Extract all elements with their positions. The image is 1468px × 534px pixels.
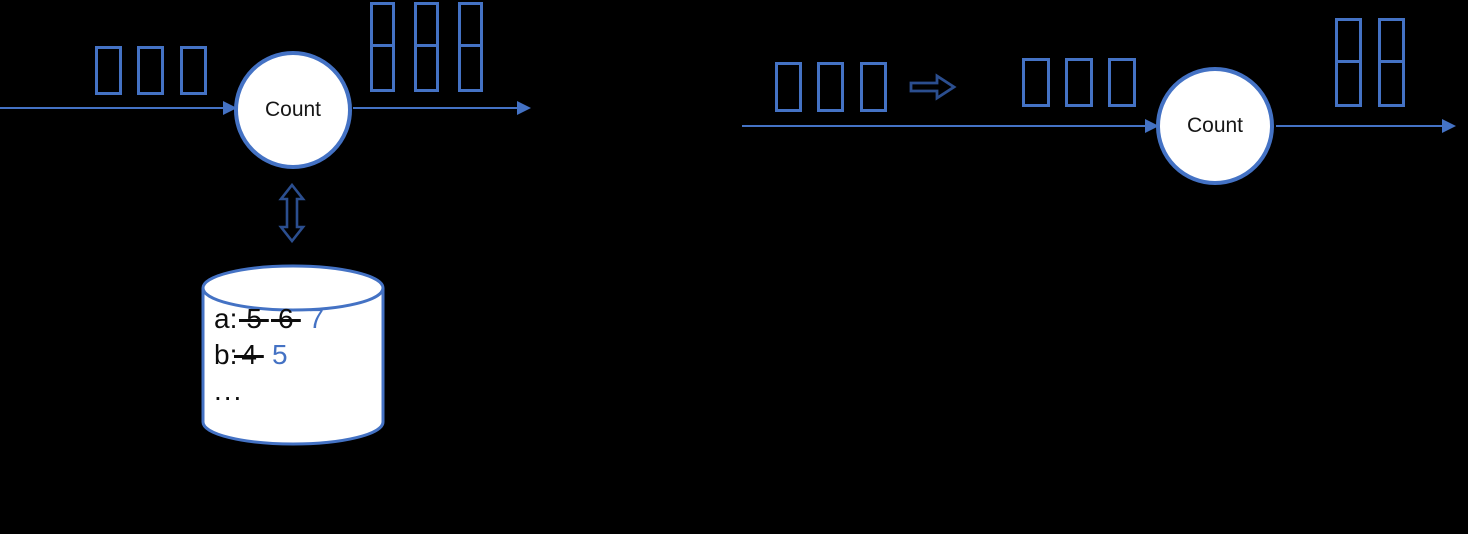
pair-top-cell — [370, 2, 395, 47]
state-key: a: — [214, 303, 238, 334]
state-row-a: a: 5 6 7 — [214, 301, 384, 337]
left-input-event-square — [137, 46, 164, 95]
sync-arrow-icon — [278, 183, 306, 243]
pair-bottom-cell — [414, 44, 439, 92]
pair-top-cell — [1378, 18, 1405, 63]
state-key: b: — [214, 339, 238, 370]
state-current-value: 5 — [271, 339, 288, 370]
pair-bottom-cell — [370, 44, 395, 92]
pair-top-cell — [414, 2, 439, 47]
state-old-value: 5 — [239, 301, 269, 337]
left-input-stream-line — [0, 107, 224, 109]
pair-top-cell — [1335, 18, 1362, 63]
right-count-operator-label: Count — [1186, 114, 1244, 137]
left-output-arrowhead-icon — [517, 101, 531, 115]
state-ellipsis: ... — [214, 375, 244, 406]
right-input-arrowhead-icon — [1145, 119, 1159, 133]
left-output-event-pair — [414, 2, 439, 92]
right-output-stream-line — [1276, 125, 1443, 127]
right-stream-event-square — [1065, 58, 1093, 107]
right-input-stream-line — [742, 125, 1146, 127]
right-output-event-pair — [1378, 18, 1405, 107]
right-output-event-pair — [1335, 18, 1362, 107]
left-input-event-square — [95, 46, 122, 95]
right-count-operator: Count — [1156, 67, 1274, 185]
left-output-stream-line — [353, 107, 518, 109]
left-count-operator: Count — [234, 51, 352, 169]
implies-arrow-icon — [909, 73, 957, 101]
right-batch-event-square — [775, 62, 802, 112]
state-current-value: 7 — [308, 303, 325, 334]
left-count-operator-label: Count — [264, 98, 322, 121]
right-stream-event-square — [1022, 58, 1050, 107]
pair-top-cell — [458, 2, 483, 47]
pair-bottom-cell — [458, 44, 483, 92]
pair-bottom-cell — [1335, 60, 1362, 107]
left-input-arrowhead-icon — [223, 101, 237, 115]
state-row-b: b: 4 5 — [214, 337, 384, 373]
state-old-value: 4 — [234, 337, 264, 373]
right-batch-event-square — [817, 62, 844, 112]
state-old-value: 6 — [270, 301, 301, 337]
pair-bottom-cell — [1378, 60, 1405, 107]
right-stream-event-square — [1108, 58, 1136, 107]
state-store-contents: a: 5 6 7 b: 4 5 ... — [214, 301, 384, 409]
right-batch-event-square — [860, 62, 887, 112]
left-input-event-square — [180, 46, 207, 95]
left-output-event-pair — [370, 2, 395, 92]
right-output-arrowhead-icon — [1442, 119, 1456, 133]
left-output-event-pair — [458, 2, 483, 92]
